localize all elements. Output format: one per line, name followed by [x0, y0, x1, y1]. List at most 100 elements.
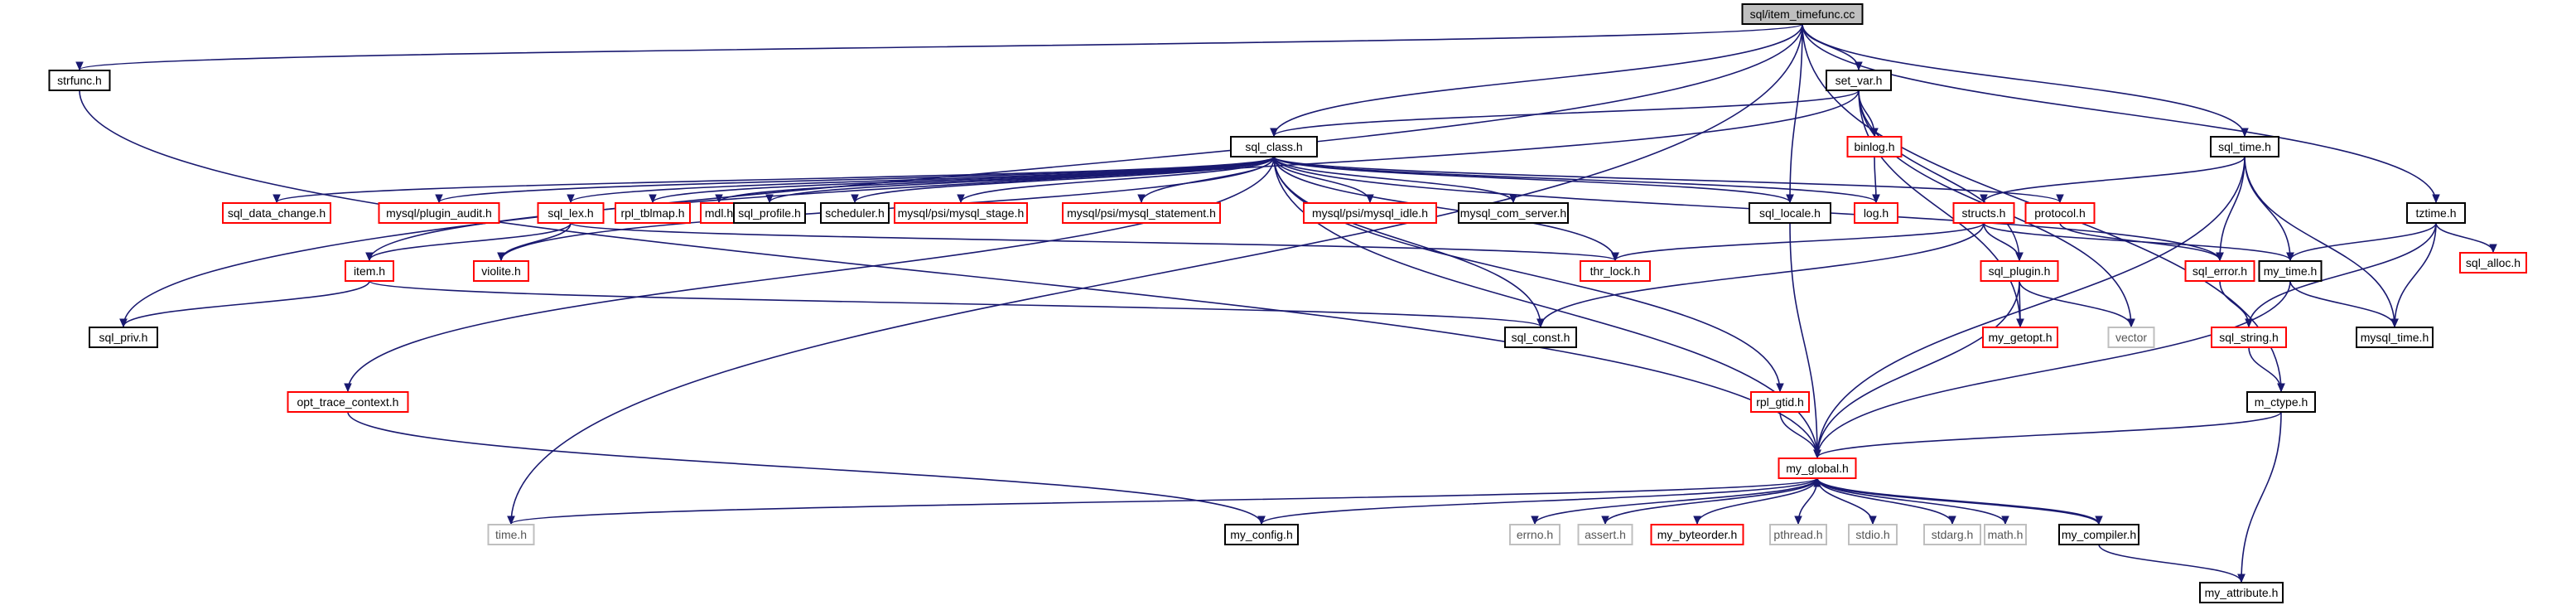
node-sql_string[interactable]: sql_string.h [2211, 327, 2287, 348]
node-my_getopt[interactable]: my_getopt.h [1982, 327, 2058, 348]
node-thr_lock[interactable]: thr_lock.h [1580, 260, 1651, 282]
node-label: structs.h [1962, 206, 2006, 220]
dependency-edge-my_time-my_global [1813, 280, 2291, 459]
node-sql_data_change[interactable]: sql_data_change.h [222, 202, 331, 224]
node-com_server[interactable]: mysql_com_server.h [1458, 202, 1569, 224]
node-label: my_global.h [1786, 462, 1849, 475]
node-plugin_audit[interactable]: mysql/plugin_audit.h [378, 202, 500, 224]
node-box [1577, 524, 1633, 545]
node-sql_time[interactable]: sql_time.h [2210, 136, 2279, 157]
node-my_attribute[interactable]: my_attribute.h [2199, 582, 2284, 603]
dependency-edge-my_global-my_byteorder [1693, 477, 1818, 525]
node-label: mysql/psi/mysql_idle.h [1312, 206, 1428, 220]
node-errno: errno.h [1509, 524, 1561, 545]
node-box [378, 202, 500, 224]
dependency-edge-sql_class-sql_locale [1273, 156, 1794, 204]
node-box [2356, 327, 2434, 348]
node-label: my_time.h [2264, 264, 2318, 278]
node-m_ctype[interactable]: m_ctype.h [2246, 391, 2316, 413]
dependency-edge-sql_class-scheduler [851, 156, 1275, 204]
node-scheduler[interactable]: scheduler.h [820, 202, 890, 224]
node-label: sql_profile.h [738, 206, 801, 220]
dependency-edge-structs-sql_const [1536, 222, 1985, 328]
node-box [1854, 202, 1898, 224]
node-item_timefunc[interactable]: sql/item_timefunc.cc [1741, 3, 1864, 25]
node-my_time[interactable]: my_time.h [2258, 260, 2323, 282]
node-box [1303, 202, 1437, 224]
node-label: mysql_time.h [2361, 331, 2429, 344]
dependency-edge-item_timefunc-tztime [1802, 23, 2440, 204]
node-label: sql_locale.h [1759, 206, 1821, 220]
dependency-edge-item_timefunc-sql_locale [1786, 23, 1803, 204]
node-tztime[interactable]: tztime.h [2406, 202, 2466, 224]
node-label: stdio.h [1855, 528, 1889, 541]
node-log[interactable]: log.h [1854, 202, 1898, 224]
node-label: mdl.h [705, 206, 733, 220]
node-box [222, 202, 331, 224]
node-sql_class[interactable]: sql_class.h [1230, 136, 1318, 157]
node-label: sql/item_timefunc.cc [1750, 7, 1855, 21]
node-psi_idle[interactable]: mysql/psi/mysql_idle.h [1303, 202, 1437, 224]
node-label: assert.h [1585, 528, 1626, 541]
dependency-edge-sql_plugin-my_global [1813, 280, 2020, 459]
node-box [2024, 202, 2096, 224]
node-set_var[interactable]: set_var.h [1826, 70, 1892, 91]
node-box [1062, 202, 1221, 224]
node-tztime_dep_alloc[interactable]: sql_alloc.h [2459, 252, 2527, 274]
node-label: sql_lex.h [548, 206, 593, 220]
dependency-edge-sql_class-log [1273, 156, 1880, 204]
node-sql_error[interactable]: sql_error.h [2184, 260, 2255, 282]
node-label: my_compiler.h [2062, 528, 2136, 541]
node-label: sql_plugin.h [1989, 264, 2051, 278]
dependency-edge-tztime-tztime_dep_alloc [2435, 222, 2497, 254]
node-my_byteorder[interactable]: my_byteorder.h [1650, 524, 1744, 545]
node-sql_const[interactable]: sql_const.h [1504, 327, 1577, 348]
node-mysql_time[interactable]: mysql_time.h [2356, 327, 2434, 348]
node-box [1848, 524, 1898, 545]
node-rpl_tblmap[interactable]: rpl_tblmap.h [615, 202, 691, 224]
node-label: sql_time.h [2218, 140, 2271, 153]
node-box [1580, 260, 1651, 282]
node-psi_stage[interactable]: mysql/psi/mysql_stage.h [894, 202, 1028, 224]
dependency-edge-my_global-errno [1531, 477, 1818, 525]
node-box [1923, 524, 1981, 545]
node-strfunc[interactable]: strfunc.h [48, 70, 111, 91]
dependency-edge-my_global-my_config [1257, 477, 1818, 525]
node-my_global[interactable]: my_global.h [1778, 458, 1857, 479]
node-label: scheduler.h [825, 206, 885, 220]
dependency-edge-my_global-stdarg [1816, 477, 1956, 525]
node-opt_trace[interactable]: opt_trace_context.h [287, 391, 409, 413]
node-label: mysql/psi/mysql_stage.h [898, 206, 1025, 220]
graph-edges [75, 23, 2497, 583]
node-sql_plugin[interactable]: sql_plugin.h [1980, 260, 2059, 282]
node-my_config[interactable]: my_config.h [1224, 524, 1299, 545]
dependency-edge-m_ctype-my_global [1813, 411, 2282, 459]
node-box [2246, 391, 2316, 413]
node-box [89, 327, 158, 348]
node-mdl[interactable]: mdl.h [700, 202, 738, 224]
dependency-edge-sql_time-structs [1980, 156, 2246, 204]
node-box [2107, 327, 2155, 348]
node-label: protocol.h [2034, 206, 2085, 220]
node-structs[interactable]: structs.h [1952, 202, 2015, 224]
node-box [2199, 582, 2284, 603]
dependency-edge-opt_trace-my_config [347, 411, 1266, 525]
node-my_compiler[interactable]: my_compiler.h [2058, 524, 2139, 545]
node-label: mysql/plugin_audit.h [386, 206, 492, 220]
node-box [1952, 202, 2015, 224]
node-item[interactable]: item.h [345, 260, 394, 282]
node-sql_profile[interactable]: sql_profile.h [733, 202, 806, 224]
node-box [287, 391, 409, 413]
node-sql_locale[interactable]: sql_locale.h [1749, 202, 1831, 224]
node-label: my_attribute.h [2205, 586, 2279, 599]
node-label: opt_trace_context.h [297, 395, 399, 409]
node-box [2459, 252, 2527, 274]
node-sql_priv[interactable]: sql_priv.h [89, 327, 158, 348]
node-sql_lex[interactable]: sql_lex.h [537, 202, 605, 224]
node-protocol[interactable]: protocol.h [2024, 202, 2096, 224]
node-violite[interactable]: violite.h [473, 260, 529, 282]
node-assert: assert.h [1577, 524, 1633, 545]
node-psi_statement[interactable]: mysql/psi/mysql_statement.h [1062, 202, 1221, 224]
node-binlog[interactable]: binlog.h [1846, 136, 1903, 157]
node-rpl_gtid[interactable]: rpl_gtid.h [1750, 391, 1810, 413]
